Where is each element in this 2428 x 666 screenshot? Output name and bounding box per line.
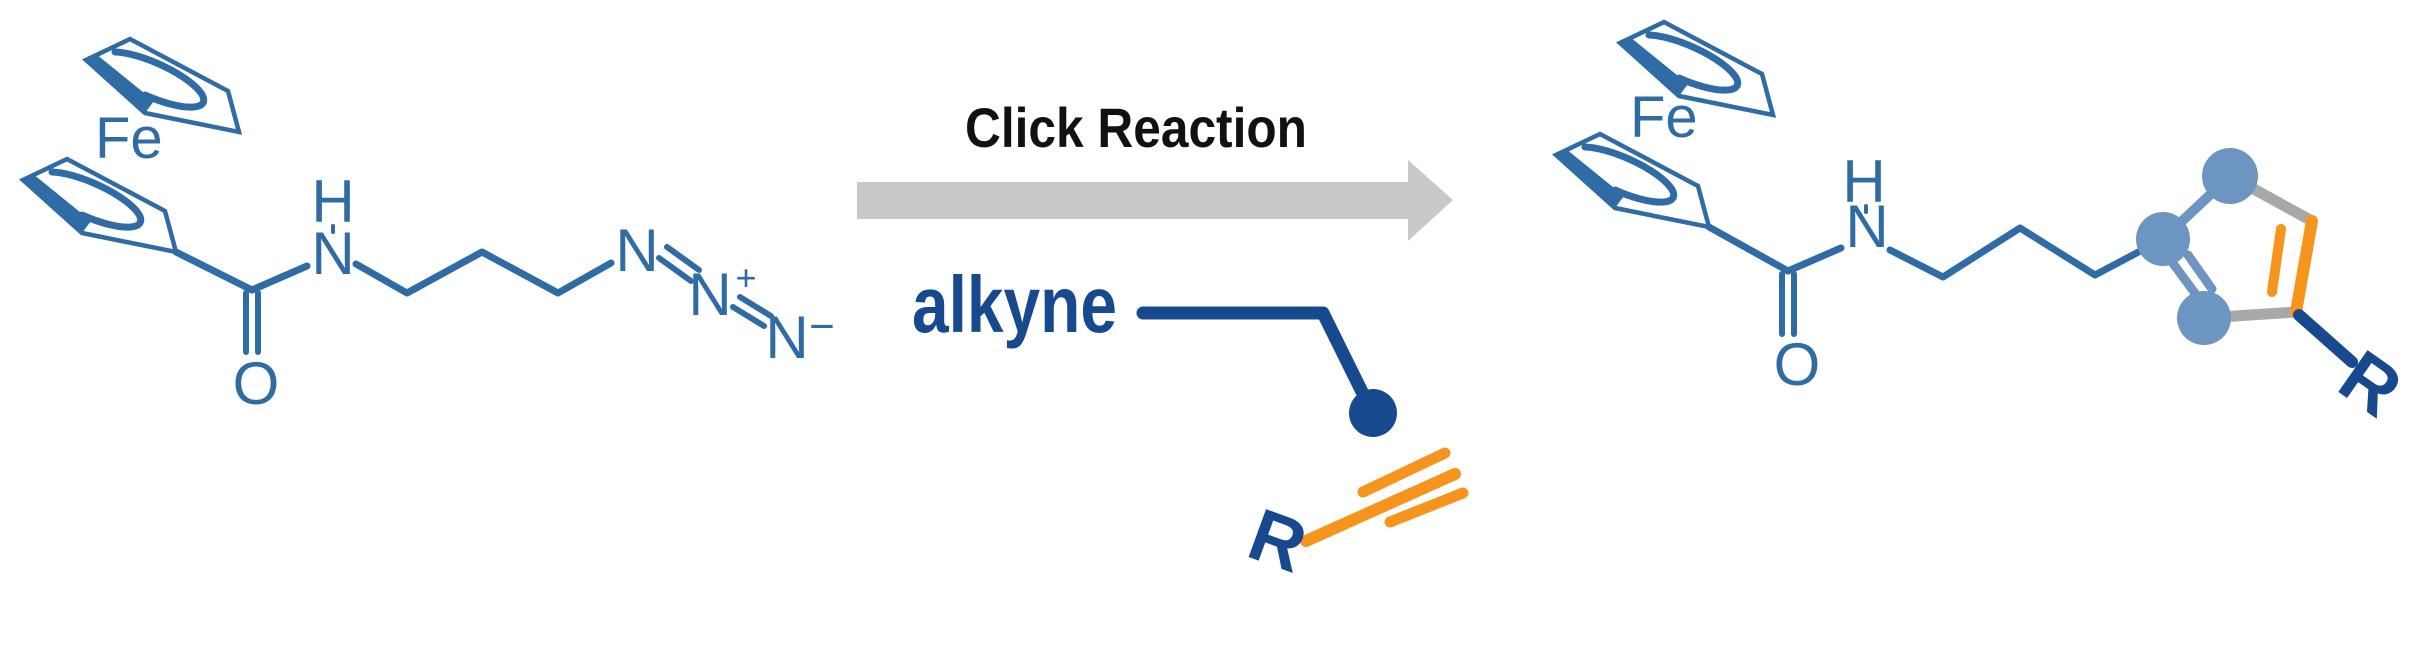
propyl-chain-bonds — [1886, 224, 2167, 281]
carbonyl-nitrogen-bond — [248, 262, 311, 294]
ring-carbonyl-bond — [1705, 223, 1792, 275]
triazole-n3-ball-icon — [2177, 291, 2231, 345]
triazole-n1-n3-double-bond — [2167, 250, 2217, 301]
reaction-conditions: Click Reaction alkyne R — [857, 96, 1469, 589]
alkyne-bond-upper — [1357, 447, 1451, 498]
reaction-title: Click Reaction — [965, 96, 1307, 159]
reactant-azide-structure: Fe H N O N N + N − — [23, 39, 835, 417]
azide-n3-label: N — [765, 304, 808, 371]
triazole-c4-c5-bond — [2290, 215, 2318, 318]
reaction-arrow-icon — [857, 160, 1453, 241]
propyl-chain-bonds — [352, 248, 615, 297]
iron-label: Fe — [1630, 85, 1698, 150]
alkyne-pointer-line — [1136, 306, 1378, 417]
azide-n1-label: N — [615, 217, 658, 284]
alkyne-r-label: R — [1239, 492, 1318, 588]
amide-h-label: H — [1842, 148, 1885, 215]
amide-n-label: N — [311, 220, 354, 287]
alkyne-label: alkyne — [912, 260, 1117, 349]
azide-double-bond-2 — [730, 294, 774, 329]
triazole-ring: R — [2136, 148, 2416, 433]
azide-double-bond-1 — [656, 244, 702, 284]
alkyne-pointer-dot-icon — [1349, 389, 1397, 437]
carbonyl-double-bond — [243, 290, 261, 355]
carbonyl-o-label: O — [233, 350, 280, 417]
cp-ring-bottom-icon — [23, 159, 176, 252]
triazole-c4-c5-inner-bond — [2267, 224, 2286, 297]
carbonyl-double-bond — [1779, 271, 1797, 337]
product-triazole-structure: Fe H N O R — [1556, 22, 2416, 433]
amide-n-label: N — [1845, 193, 1888, 260]
amide-h-label: H — [311, 168, 354, 235]
alkyne-fragment: R — [1239, 447, 1469, 589]
c4-r-bond — [2293, 309, 2358, 368]
alkyne-bond-main — [1300, 468, 1461, 547]
iron-label: Fe — [95, 106, 163, 171]
triazole-n1-ball-icon — [2136, 212, 2190, 266]
alkyne-bond-lower — [1384, 487, 1469, 528]
triazole-n2-ball-icon — [2202, 148, 2258, 204]
ring-carbonyl-bond — [172, 248, 256, 294]
azide-n2-label: N — [688, 261, 731, 328]
azide-minus-charge: − — [809, 302, 835, 351]
azide-plus-charge: + — [735, 257, 756, 298]
carbonyl-nitrogen-bond — [1784, 244, 1845, 275]
carbonyl-o-label: O — [1774, 331, 1821, 398]
